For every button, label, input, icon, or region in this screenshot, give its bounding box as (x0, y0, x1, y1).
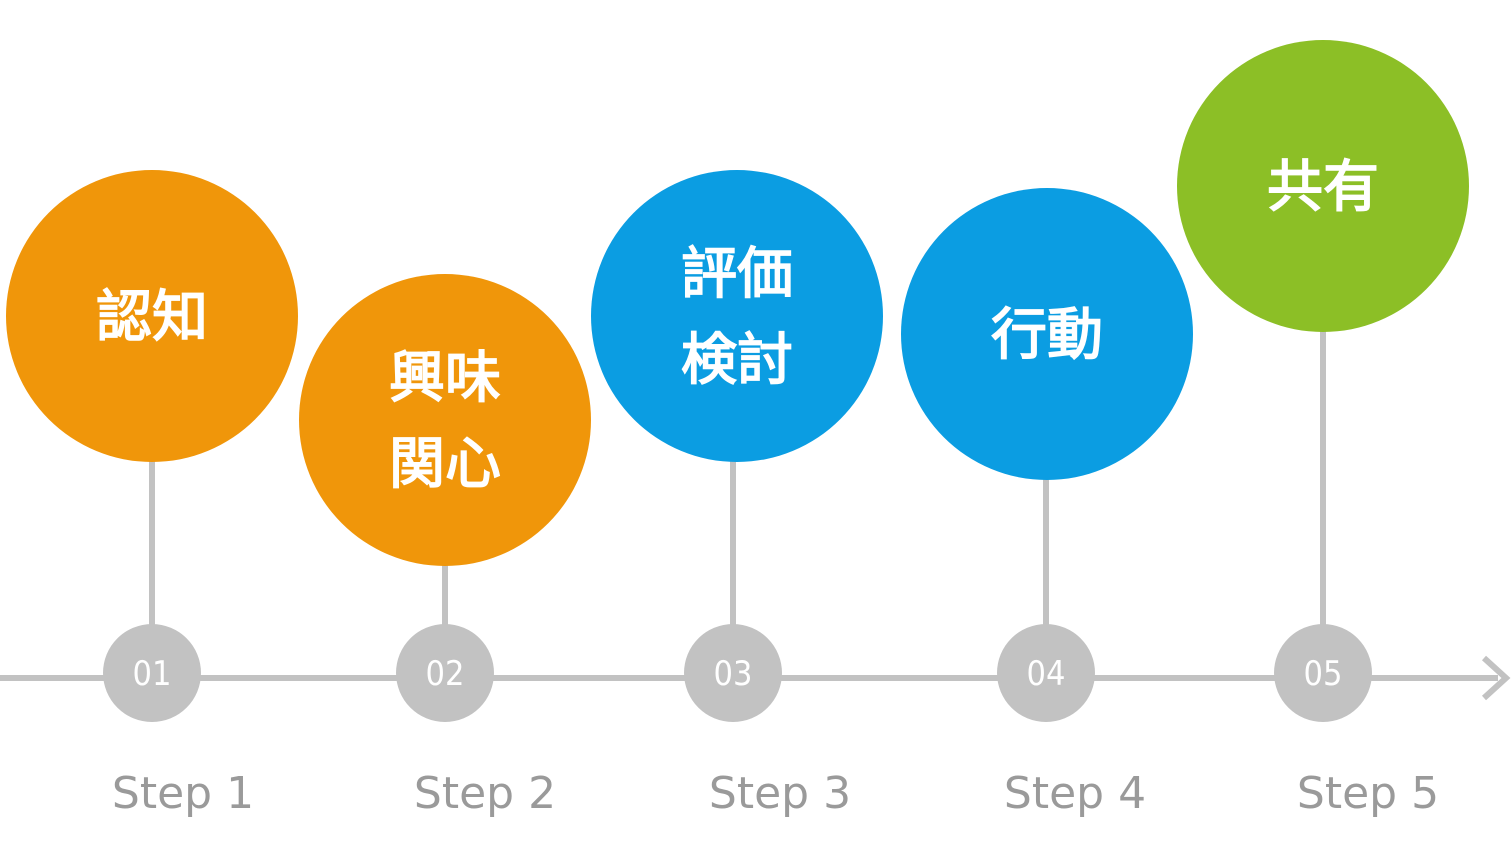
step-number: 05 (1304, 654, 1343, 694)
step-title-line: 興味 (389, 346, 501, 411)
step-5-bubble: 共有 (1177, 40, 1469, 332)
step-marker-circle (1274, 624, 1372, 722)
step-2-marker: 02 (396, 624, 494, 722)
step-4-bubble: 行動 (901, 188, 1193, 480)
step-title-line: 行動 (991, 303, 1103, 368)
step-marker-circle (684, 624, 782, 722)
step-marker-circle (997, 624, 1095, 722)
step-number: 04 (1027, 654, 1066, 694)
timeline-arrow-icon (1481, 655, 1511, 701)
step-2-label: Step 2 (414, 768, 556, 819)
step-number: 03 (714, 654, 753, 694)
step-4-label: Step 4 (1004, 768, 1146, 819)
step-marker-circle (103, 624, 201, 722)
step-1-marker: 01 (103, 624, 201, 722)
step-3-label: Step 3 (709, 768, 851, 819)
step-number: 02 (426, 654, 465, 694)
step-bubble-circle (299, 274, 591, 566)
step-number: 01 (133, 654, 172, 694)
step-bubble-circle (1177, 40, 1469, 332)
step-title-line: 評価 (681, 242, 793, 307)
step-bubble-circle (6, 170, 298, 462)
step-4-marker: 04 (997, 624, 1095, 722)
step-title-line: 関心 (389, 432, 501, 497)
step-title-line: 共有 (1267, 155, 1379, 220)
step-5-label: Step 5 (1297, 768, 1439, 819)
step-1-bubble: 認知 (6, 170, 298, 462)
step-5-marker: 05 (1274, 624, 1372, 722)
step-title-line: 検討 (681, 328, 793, 393)
step-bubble-circle (901, 188, 1193, 480)
step-title-line: 認知 (96, 285, 208, 350)
step-3-marker: 03 (684, 624, 782, 722)
step-bubble-circle (591, 170, 883, 462)
step-1-label: Step 1 (112, 768, 254, 819)
step-marker-circle (396, 624, 494, 722)
